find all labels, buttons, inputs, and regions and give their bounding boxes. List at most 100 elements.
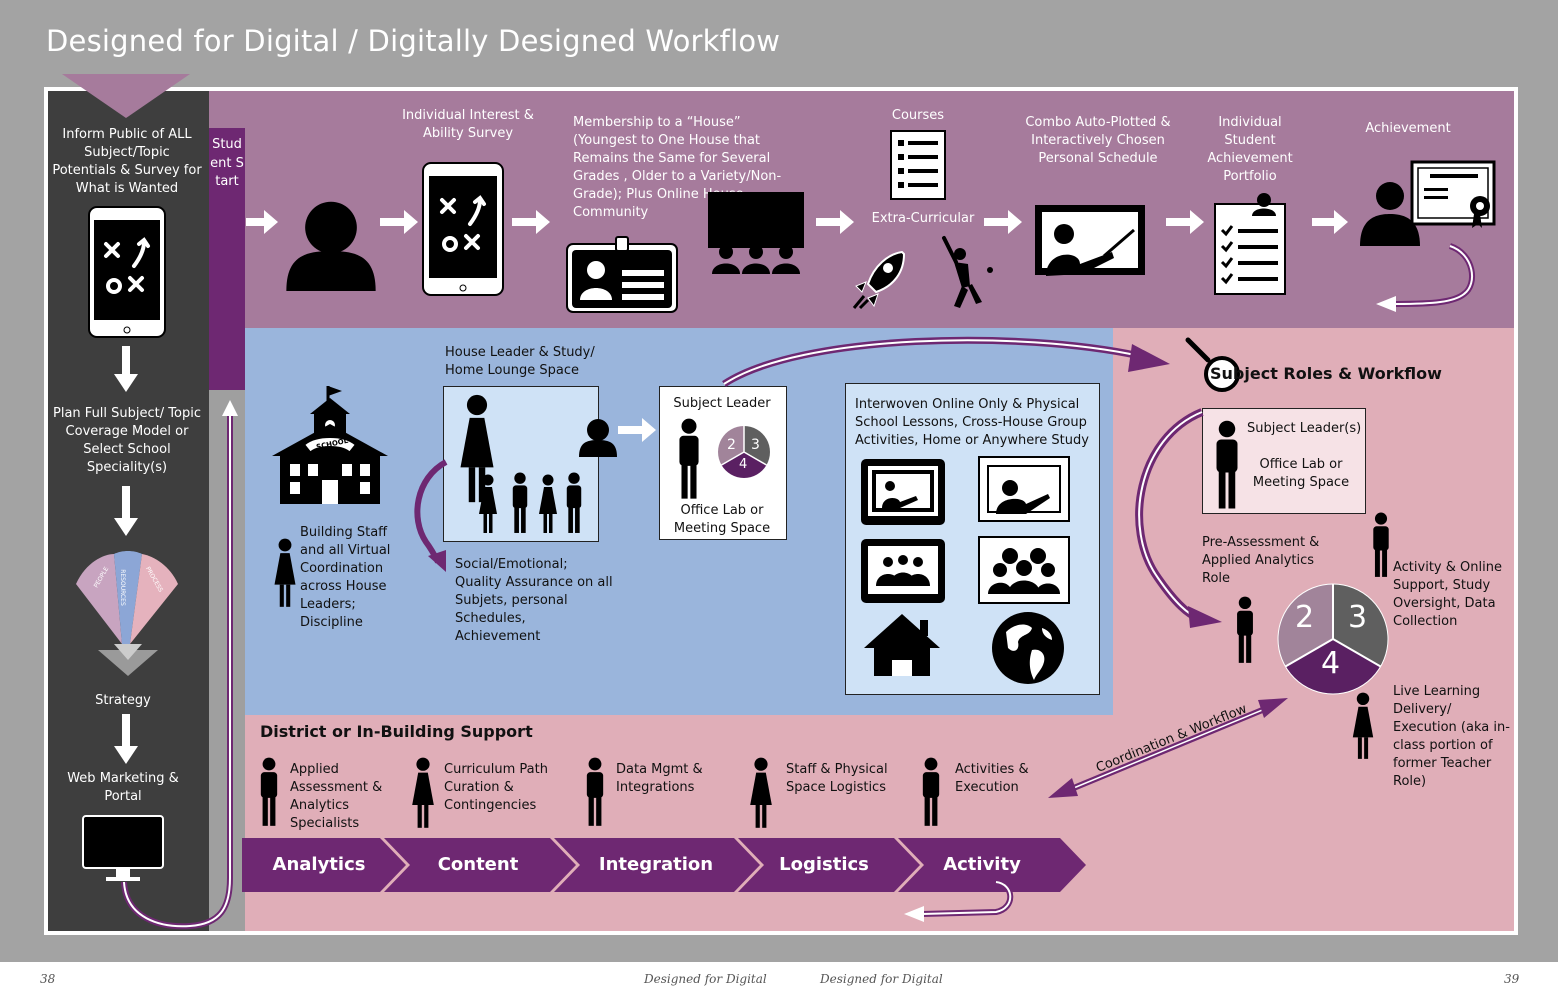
- student-start-bar: [209, 128, 245, 390]
- arrow-right-icon: [512, 210, 550, 234]
- building-staff-text: Building Staff and all Virtual Coordinat…: [300, 525, 391, 630]
- subject-roles-heading: Subject Roles & Workflow: [1210, 364, 1442, 383]
- chevron-integration: Integration: [598, 854, 714, 875]
- monitor-icon: [82, 815, 164, 881]
- arrow-right-icon: [1312, 210, 1348, 234]
- student-bust-icon: [286, 201, 376, 291]
- arrow-right-icon: [816, 210, 854, 234]
- magnifier-icon: [1185, 337, 1240, 392]
- pie-large-2: 2: [1295, 600, 1315, 635]
- achievement-label: Achievement: [1365, 121, 1451, 136]
- portfolio-checklist-icon: [1214, 193, 1286, 295]
- page-title: Designed for Digital / Digitally Designe…: [46, 24, 781, 58]
- arrow-right-icon: [618, 418, 656, 442]
- person-icon: [679, 418, 699, 499]
- footer-left-page: 38: [40, 972, 56, 986]
- course-list-icon: [890, 130, 946, 200]
- pie-small: [718, 426, 770, 478]
- person-icon: [922, 757, 940, 826]
- coordination-double-arrow: [1048, 698, 1288, 798]
- arrow-right-icon: [984, 210, 1022, 234]
- person-icon: [1373, 512, 1389, 577]
- baseball-player-icon: [942, 236, 993, 308]
- tablet-icon: [88, 206, 166, 338]
- fan-icon: [76, 551, 178, 676]
- membership-label: Membership to a “House” (Youngest to One…: [573, 115, 782, 220]
- down-arrow-icon: [114, 346, 138, 392]
- pie-large-3: 3: [1348, 600, 1368, 635]
- web-marketing-text: Web Marketing & Portal: [67, 771, 179, 804]
- pre-assessment-text: Pre-Assessment & Applied Analytics Role: [1202, 535, 1320, 586]
- subject-leader-label: Subject Leader: [673, 396, 771, 411]
- person-icon: [260, 757, 278, 826]
- return-curve-arrow: [121, 400, 238, 930]
- footer-right-title: Designed for Digital: [820, 972, 943, 986]
- tablet-lesson-icon: [861, 459, 945, 525]
- extra-curricular-label: Extra-Curricular: [871, 211, 975, 226]
- footer-left-title: Designed for Digital: [644, 972, 767, 986]
- live-learning-text: Live Learning Delivery/ Execution (aka i…: [1393, 684, 1510, 789]
- person-icon: [1237, 596, 1253, 663]
- subject-office-label: Office Lab or Meeting Space: [1252, 457, 1350, 490]
- student-start-label: Student Start: [210, 137, 244, 189]
- funnel-top-icon: [62, 74, 190, 118]
- page-footer: 38 Designed for Digital Designed for Dig…: [0, 962, 1558, 994]
- bottom-return-arrow: [904, 879, 1014, 922]
- id-badge-icon: [566, 236, 678, 313]
- courses-label: Courses: [891, 108, 945, 123]
- strategy-text: Strategy: [95, 693, 151, 708]
- pie-small-2: 2: [727, 437, 736, 453]
- district-role-curriculum: Curriculum Path Curation & Contingencies: [444, 762, 548, 813]
- home-icon: [864, 614, 940, 676]
- rocket-icon: [852, 250, 906, 310]
- activity-online-text: Activity & Online Support, Study Oversig…: [1393, 560, 1502, 629]
- pie-small-4: 4: [739, 457, 748, 472]
- subject-leader-bust-icon: [579, 419, 617, 457]
- district-role-data: Data Mgmt & Integrations: [616, 762, 703, 795]
- district-heading: District or In-Building Support: [260, 722, 533, 741]
- house-lounge-label: House Leader & Study/ Home Lounge Space: [445, 345, 595, 378]
- achievement-return-arrow: [1376, 243, 1475, 312]
- pie-large-4: 4: [1321, 646, 1341, 681]
- group-screen-icon: [708, 192, 804, 274]
- presenter-board-icon: [1035, 205, 1145, 276]
- down-arrow-icon: [114, 714, 138, 764]
- globe-icon: [992, 612, 1064, 684]
- woman-icon: [412, 757, 434, 828]
- chevron-track: [242, 838, 1086, 892]
- pie-large: [1277, 583, 1389, 695]
- social-emotional-text: Social/Emotional; Quality Assurance on a…: [455, 557, 613, 644]
- house-curve-arrow: [414, 459, 448, 572]
- arrow-right-icon: [380, 210, 418, 234]
- office-lab-label: Office Lab or Meeting Space: [673, 503, 771, 536]
- woman-icon: [274, 538, 296, 607]
- chevron-content: Content: [437, 854, 519, 875]
- woman-icon: [1352, 692, 1374, 759]
- combo-schedule-label: Combo Auto-Plotted & Interactively Chose…: [1025, 115, 1171, 166]
- district-role-assessment: Applied Assessment & Analytics Specialis…: [290, 762, 383, 831]
- subject-roles-arc-arrow: [722, 336, 1170, 387]
- interwoven-text: Interwoven Online Only & Physical School…: [855, 397, 1089, 448]
- group-meeting-icon: [978, 536, 1070, 604]
- pie-small-3: 3: [751, 437, 760, 453]
- district-role-activities: Activities & Execution: [955, 762, 1029, 795]
- certificate-icon: [1360, 160, 1496, 246]
- house-group-icon: [460, 394, 582, 533]
- plan-text: Plan Full Subject/ Topic Coverage Model …: [53, 406, 201, 475]
- school-building-icon: [272, 386, 388, 504]
- arrow-right-icon: [1166, 210, 1204, 234]
- subject-leaders-label: Subject Leader(s): [1247, 421, 1362, 436]
- chevron-logistics: Logistics: [779, 854, 869, 875]
- arrow-right-icon: [246, 210, 278, 234]
- survey-tablet-icon: [422, 162, 504, 296]
- person-icon: [586, 757, 604, 826]
- chevron-activity: Activity: [943, 854, 1021, 875]
- classroom-board-icon: [978, 456, 1070, 522]
- down-arrow-icon: [114, 486, 138, 536]
- survey-label: Individual Interest & Ability Survey: [402, 108, 534, 141]
- woman-icon: [750, 757, 772, 828]
- subject-curve-arrow: [1135, 408, 1222, 628]
- footer-right-page: 39: [1504, 972, 1520, 986]
- tablet-group-icon: [861, 539, 945, 603]
- chevron-analytics: Analytics: [272, 854, 366, 875]
